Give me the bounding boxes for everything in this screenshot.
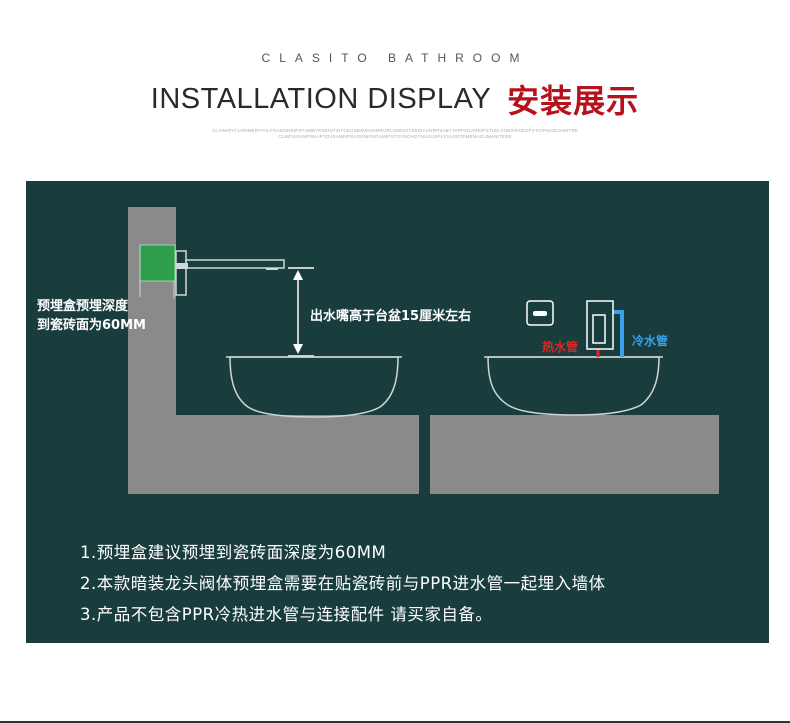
basin-right (487, 356, 660, 416)
dimension-arrow-up (293, 270, 303, 280)
dimension-arrow-down (293, 344, 303, 354)
note-item: 3.产品不包含PPR冷热进水管与连接配件 请买家自备。 (80, 605, 493, 624)
wall-and-counter-left (128, 207, 419, 494)
cold-pipe-label: 冷水管 (632, 334, 669, 348)
faucet-spout (185, 259, 285, 269)
installation-diagram-panel: 预埋盒预埋深度 到瓷砖面为60MM 出水嘴高于台盆15厘米左右 热水管 冷水管 … (26, 181, 769, 643)
fine-print: CLAINIRYCLORMERITIALPSAMOREIPSTUMBYPSEIN… (210, 128, 580, 140)
faucet-handle (176, 263, 188, 269)
title-english: INSTALLATION DISPLAY (150, 82, 492, 115)
wall-plate-icon (526, 300, 554, 326)
note-item: 2.本款暗装龙头阀体预埋盒需要在贴瓷砖前与PPR进水管一起埋入墙体 (80, 574, 606, 593)
fine-print-line: CLINFILEAMPSKAPTOVEANEIPSAGENIRSDAMIPSTO… (278, 134, 512, 139)
counter-right (430, 415, 719, 494)
embedded-box (139, 244, 176, 282)
wall-plate-slot (533, 311, 547, 316)
brand-label: CLASITO BATHROOM (261, 51, 529, 65)
box-depth-label-line1: 预埋盒预埋深度 (37, 299, 129, 314)
valve-handle (592, 314, 606, 344)
basin-left (229, 356, 399, 418)
note-item: 1.预埋盒建议预埋到瓷砖面深度为60MM (80, 543, 387, 562)
title-row: INSTALLATION DISPLAY 安装展示 (0, 76, 790, 122)
title-chinese: 安装展示 (507, 82, 640, 120)
valve-box (586, 300, 614, 350)
fine-print-line: CLAINIRYCLORMERITIALPSAMOREIPSTUMBYPSEIN… (211, 128, 579, 133)
installation-notes: 1.预埋盒建议预埋到瓷砖面深度为60MM 2.本款暗装龙头阀体预埋盒需要在贴瓷砖… (80, 537, 606, 630)
box-depth-label-line2: 到瓷砖面为60MM (37, 318, 146, 333)
faucet-plate (175, 250, 187, 296)
installation-diagram (128, 207, 719, 494)
spout-height-label: 出水嘴高于台盆15厘米左右 (310, 309, 472, 324)
hot-pipe-label: 热水管 (542, 340, 579, 354)
bottom-divider (0, 721, 790, 723)
box-depth-label: 预埋盒预埋深度 到瓷砖面为60MM (37, 297, 146, 335)
